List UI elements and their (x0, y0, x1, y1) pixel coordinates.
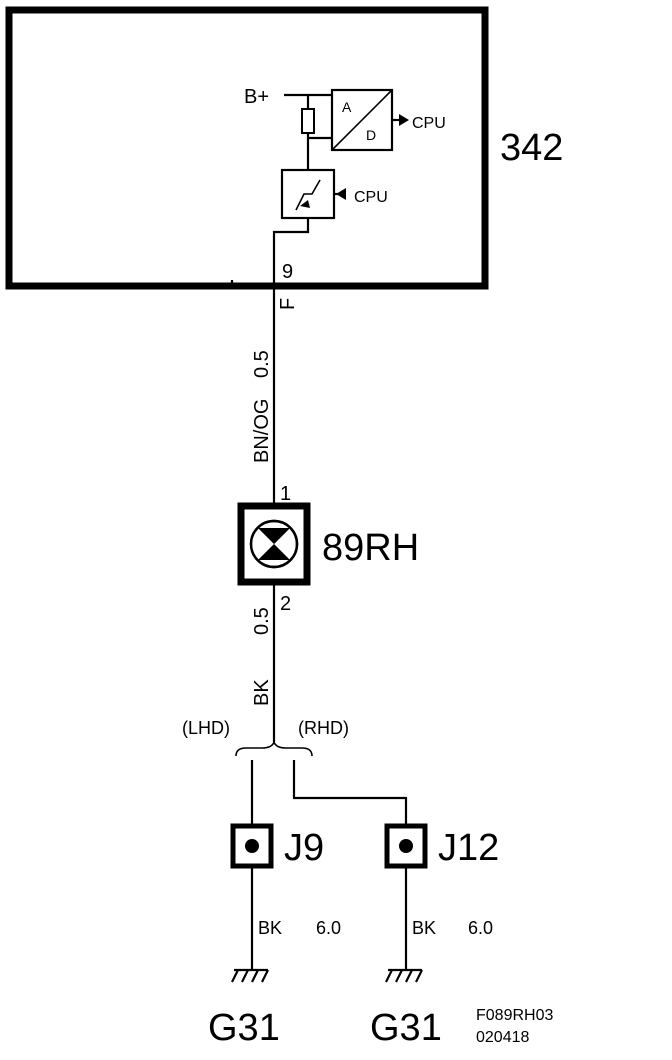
bulb-top-segment (258, 528, 290, 544)
bulb-left-segment (258, 528, 274, 560)
switch-symbol (295, 179, 321, 211)
rhd-label: (RHD) (298, 718, 349, 738)
module-342-box (5, 6, 489, 290)
module-id-label: 342 (500, 127, 563, 169)
arrow-right-icon (399, 114, 409, 126)
adc-diagonal (331, 89, 393, 151)
adc-label-d: D (366, 127, 376, 143)
ground-g31-right-label: G31 (370, 1007, 442, 1049)
bulb-right-segment (274, 528, 290, 560)
adc-label-a: A (342, 99, 352, 115)
rhd-branch-wire (292, 760, 408, 826)
pin-number: 9 (282, 261, 293, 283)
variant-brace (235, 739, 313, 757)
supply-label: B+ (244, 86, 269, 108)
j9-wire-gauge: 6.0 (316, 918, 341, 938)
lhd-label: (LHD) (182, 718, 230, 738)
splice-j9-dot-icon (245, 839, 259, 853)
splice-j12-label: J12 (438, 827, 499, 869)
switch-to-pin-wire (272, 218, 310, 286)
bulb-outline (249, 519, 299, 569)
bulb-id-label: 89RH (322, 527, 419, 569)
j9-wire-color: BK (258, 918, 282, 938)
splice-j12-dot-icon (399, 839, 413, 853)
bulb-bottom-segment (258, 544, 290, 560)
bulb-pin-bottom: 2 (280, 593, 291, 615)
drawing-code: F089RH03 (476, 1007, 553, 1024)
ground-g31-left-label: G31 (208, 1007, 280, 1049)
j12-wire-color: BK (412, 918, 436, 938)
connector-letter: F (277, 298, 299, 310)
ground-g31-left-icon (231, 968, 269, 983)
j12-wire-gauge: 6.0 (468, 918, 493, 938)
upper-wire-color: BN/OG (251, 399, 273, 463)
cpu-output-label: CPU (412, 115, 446, 132)
transistor-arrow-icon (300, 200, 310, 208)
ground-g31-right-icon (385, 968, 423, 983)
drawing-date: 020418 (476, 1029, 529, 1046)
upper-wire-gauge: 0.5 (251, 350, 273, 378)
lower-wire-color: BK (251, 679, 273, 706)
bulb-pin-top: 1 (280, 483, 291, 505)
cpu-input-label: CPU (354, 189, 388, 206)
arrow-left-icon (336, 188, 346, 200)
splice-j9-label: J9 (284, 827, 324, 869)
resistor-icon (301, 108, 315, 134)
lower-wire-gauge: 0.5 (251, 607, 273, 635)
